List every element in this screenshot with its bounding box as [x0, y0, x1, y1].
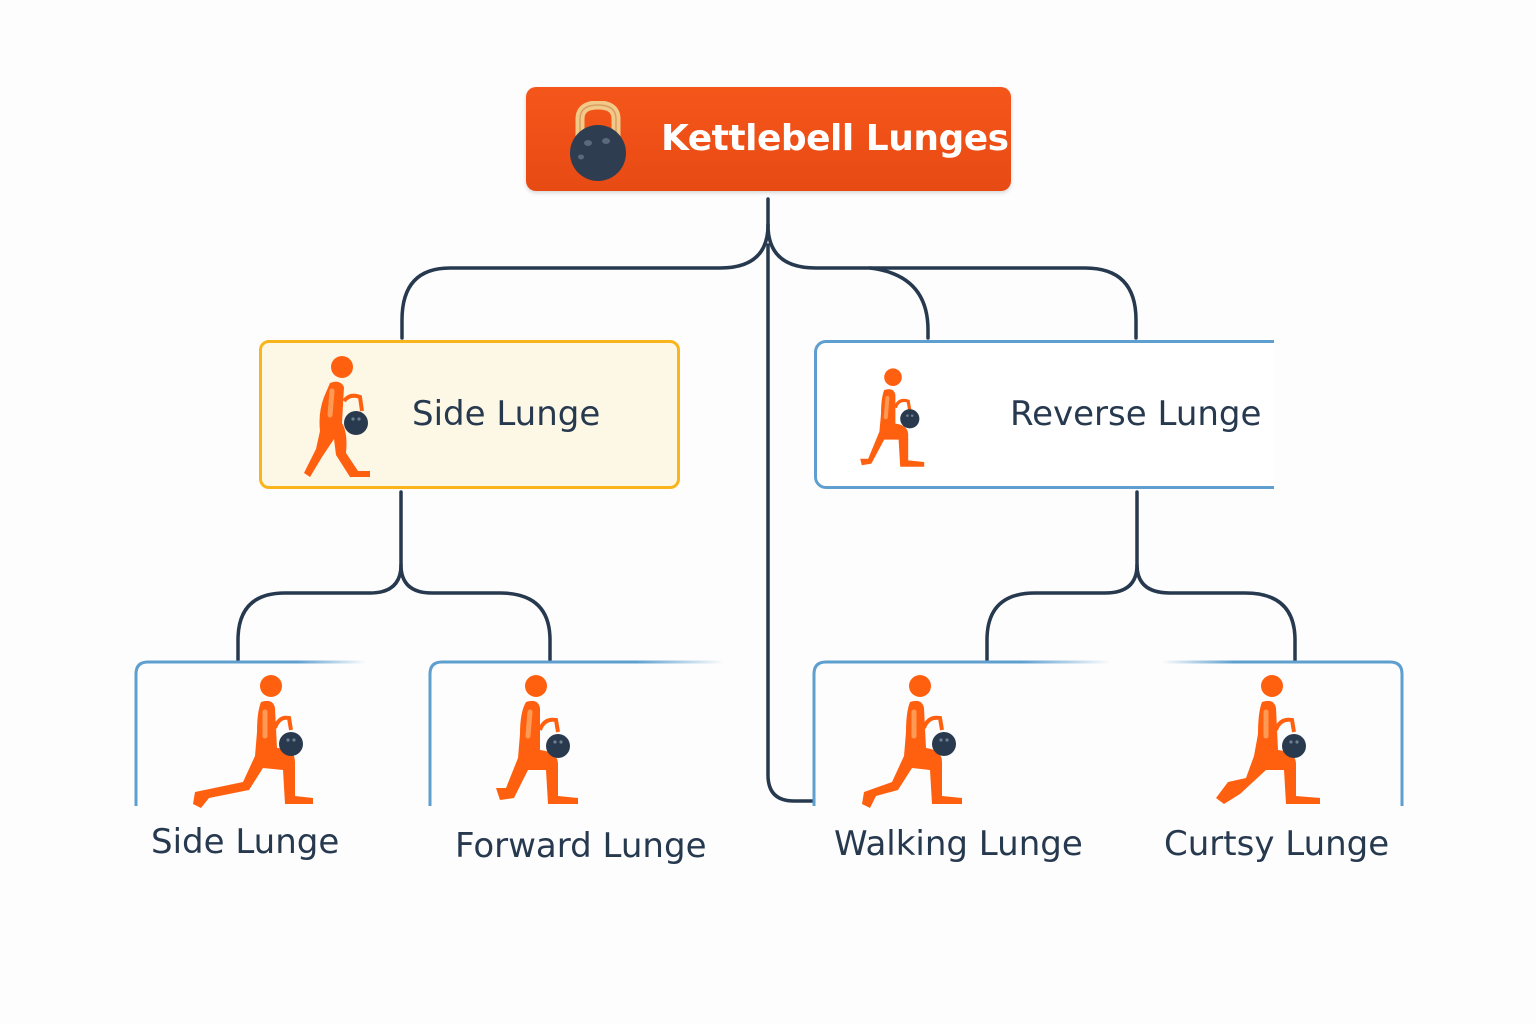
connector-side-lunge-children	[236, 490, 403, 662]
leaf-curtsy-lunge[interactable]	[1162, 660, 1404, 808]
node-label: Side Lunge	[412, 394, 601, 434]
kettlebell-icon	[570, 101, 626, 181]
connector-side-lunge-to-forward	[399, 563, 552, 662]
leaf-frame	[812, 660, 1110, 806]
walking-lunge-figure-icon	[862, 675, 962, 808]
node-label: Reverse Lunge	[1010, 394, 1262, 434]
leaf-label: Side Lunge	[151, 822, 340, 862]
node-side-lunge[interactable]: Side Lunge	[259, 340, 680, 489]
root-title: Kettlebell Lunges	[661, 118, 1009, 159]
leaf-label: Forward Lunge	[455, 826, 707, 866]
leaf-frame	[134, 660, 366, 806]
node-reverse-lunge[interactable]: Reverse Lunge	[814, 340, 1274, 489]
leaf-frame	[1162, 660, 1404, 806]
leaf-frame	[428, 660, 724, 806]
connector-root-to-reverse-lunge-stem	[868, 266, 930, 340]
connector-root-to-walking-lunge	[766, 243, 814, 803]
connector-root-to-side-lunge	[400, 223, 770, 340]
leaf-label: Curtsy Lunge	[1164, 824, 1390, 864]
leaf-forward-lunge[interactable]	[428, 660, 724, 808]
leaf-walking-lunge[interactable]	[812, 660, 1110, 808]
curtsy-lunge-figure-icon	[1216, 675, 1320, 804]
leaf-side-lunge[interactable]	[134, 660, 366, 808]
root-node[interactable]: Kettlebell Lunges	[526, 87, 1011, 191]
side-lunge-figure-icon	[193, 675, 313, 808]
connector-reverse-lunge-to-curtsy	[1135, 563, 1297, 662]
forward-lunge-figure-icon	[496, 675, 578, 804]
leaf-label: Walking Lunge	[834, 824, 1083, 864]
connector-root-to-reverse-lunge	[766, 223, 1138, 340]
reverse-lunge-figure-icon	[860, 368, 925, 467]
side-lunge-figure-icon	[304, 356, 370, 477]
connector-reverse-lunge-children	[985, 490, 1139, 662]
